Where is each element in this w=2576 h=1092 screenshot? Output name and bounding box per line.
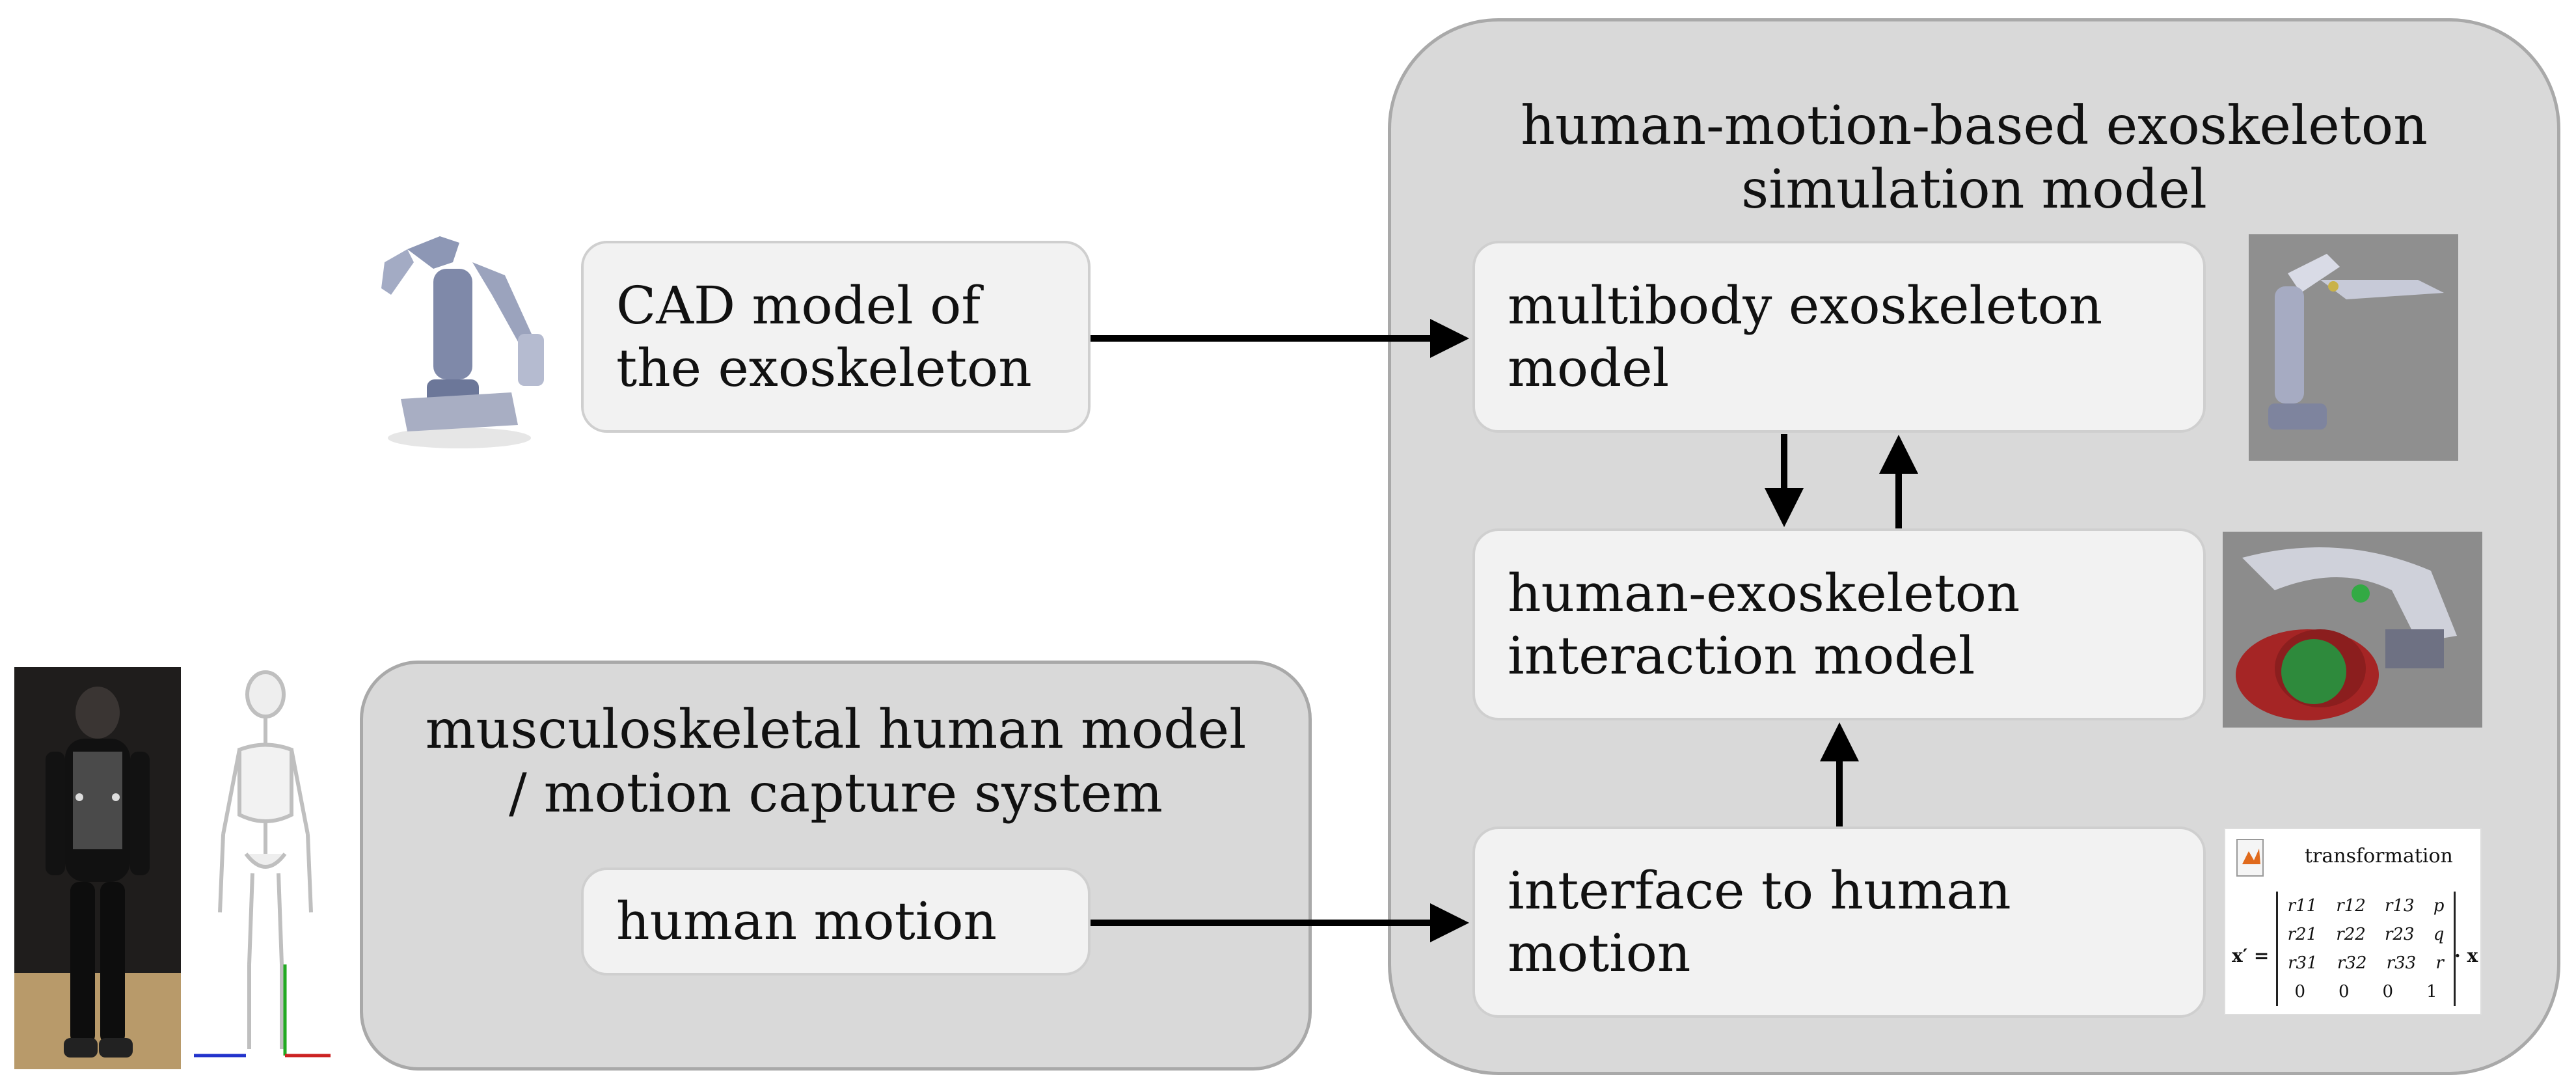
matrix-cell: r23 <box>2385 925 2415 944</box>
transformation-title: transformation <box>2305 845 2453 867</box>
matrix-cell: 0 <box>2382 982 2394 1002</box>
matrix-cell: r31 <box>2288 953 2318 973</box>
transformation-lhs: x′ = <box>2232 945 2270 966</box>
matrix-cell: q <box>2433 925 2445 944</box>
cad-exoskeleton-image <box>362 223 560 450</box>
matrix-cell: p <box>2433 896 2445 916</box>
matrix-row: r31 r32 r33 r <box>2278 949 2454 977</box>
matrix-cell: r33 <box>2386 953 2417 973</box>
transformation-matrix: r11 r12 r13 p r21 r22 r23 q r31 r32 r33 … <box>2276 892 2456 1006</box>
matrix-cell: r13 <box>2385 896 2415 916</box>
matrix-cell: r22 <box>2336 925 2366 944</box>
matrix-cell: 0 <box>2338 982 2350 1002</box>
human-motion-box: human motion <box>581 867 1091 976</box>
matrix-cell: r12 <box>2336 896 2366 916</box>
matrix-row: 0 0 0 1 <box>2278 977 2454 1006</box>
cad-model-box: CAD model of the exoskeleton <box>581 241 1091 433</box>
matrix-cell: r21 <box>2287 925 2318 944</box>
interface-box: interface to human motion <box>1472 826 2206 1018</box>
interaction-render-image <box>2223 532 2482 728</box>
matrix-row: r11 r12 r13 p <box>2278 892 2454 920</box>
matrix-cell: r <box>2435 953 2444 973</box>
matrix-cell: 0 <box>2294 982 2306 1002</box>
interaction-model-box: human-exoskeleton interaction model <box>1472 528 2206 720</box>
multibody-render-image <box>2249 234 2458 461</box>
human-model-title: musculoskeletal human model / motion cap… <box>425 699 1247 825</box>
matlab-file-icon <box>2236 839 2264 877</box>
transformation-rhs: · x <box>2454 945 2478 966</box>
matrix-cell: r11 <box>2287 896 2318 916</box>
skeleton-model-image <box>194 665 338 1070</box>
human-subject-photo <box>14 667 181 1069</box>
transformation-panel: transformation x′ = r11 r12 r13 p r21 r2… <box>2224 828 2482 1015</box>
matrix-cell: 1 <box>2426 982 2437 1002</box>
simulation-model-title: human-motion-based exoskeleton simulatio… <box>1521 95 2428 221</box>
matrix-cell: r32 <box>2337 953 2367 973</box>
human-model-group: musculoskeletal human model / motion cap… <box>360 661 1312 1071</box>
matrix-row: r21 r22 r23 q <box>2278 920 2454 949</box>
multibody-model-box: multibody exoskeleton model <box>1472 241 2206 433</box>
